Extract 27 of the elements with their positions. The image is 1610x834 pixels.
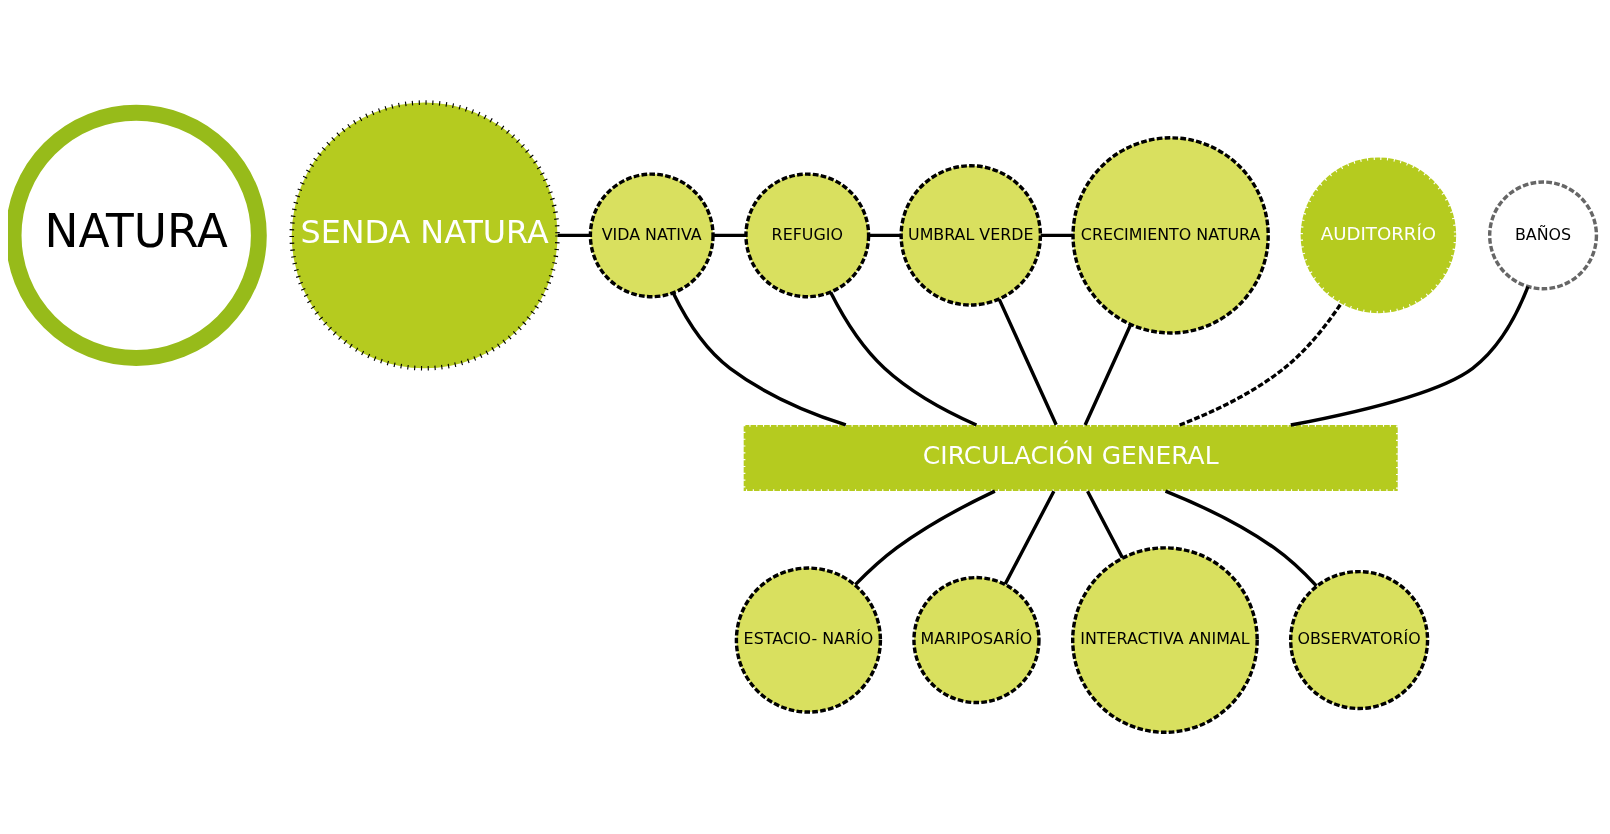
node-circle: UMBRAL VERDE bbox=[899, 163, 1043, 307]
connector bbox=[1179, 302, 1343, 427]
node-circle: VIDA NATIVA bbox=[588, 171, 715, 298]
connector bbox=[829, 291, 978, 427]
connector bbox=[1003, 489, 1056, 585]
connector bbox=[854, 489, 996, 586]
node-circle: NATURA bbox=[8, 104, 267, 366]
connector bbox=[671, 291, 847, 427]
node-circle: INTERACTIVA ANIMAL bbox=[1071, 545, 1259, 734]
node-circle: ESTACIO- NARÍO bbox=[734, 565, 883, 714]
connector bbox=[997, 298, 1058, 425]
node-circle: REFUGIO bbox=[744, 171, 871, 298]
connector bbox=[1083, 323, 1133, 426]
connector bbox=[1290, 285, 1530, 427]
connector bbox=[1164, 489, 1318, 587]
node-circle: AUDITORRÍO bbox=[1298, 154, 1459, 315]
connector bbox=[868, 233, 901, 237]
node-circle: MARIPOSARÍO bbox=[912, 575, 1041, 704]
node-circle: SENDA NATURA bbox=[289, 99, 560, 371]
connector bbox=[1086, 489, 1124, 558]
connector bbox=[713, 233, 746, 237]
node-circle: BAÑOS bbox=[1488, 179, 1599, 290]
node-circle: CRECIMIENTO NATURA bbox=[1071, 135, 1270, 335]
node-box: CIRCULACIÓN GENERAL bbox=[741, 422, 1400, 493]
connector bbox=[557, 233, 591, 237]
connector bbox=[1040, 233, 1073, 237]
node-circle: OBSERVATORÍO bbox=[1288, 569, 1430, 710]
